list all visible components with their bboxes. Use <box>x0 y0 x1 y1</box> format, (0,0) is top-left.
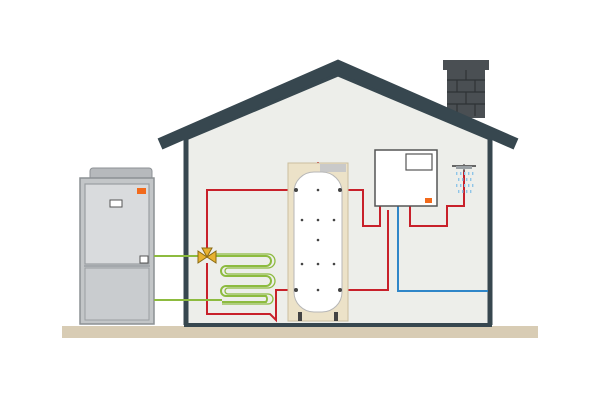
shower-head-icon <box>452 164 476 193</box>
heat-pump-icon <box>79 167 155 325</box>
ground-strip <box>62 326 538 338</box>
tank-top-band <box>320 164 346 172</box>
tank-ports <box>294 188 342 292</box>
house-wall-outline <box>183 71 493 325</box>
hot-pipe-controller-to-shower <box>409 170 465 227</box>
underfloor-heating-icon <box>154 253 276 305</box>
house-roof <box>157 59 519 150</box>
heat-pump-upper-panel <box>84 183 150 265</box>
hot-pipe-tank-to-controller <box>340 189 381 227</box>
tank-legs <box>298 312 338 321</box>
three-way-valve-icon <box>197 247 217 264</box>
hot-pipe-valve-to-tank <box>206 189 296 252</box>
heat-pump-brand-logo <box>137 188 146 194</box>
heat-pump-display <box>109 199 123 208</box>
chimney-cap <box>443 60 489 70</box>
heat-pump-port <box>139 255 149 264</box>
hot-pipe-tank-return <box>206 263 296 323</box>
tank-body <box>293 171 343 313</box>
hot-pipe-tank-lower <box>340 210 389 291</box>
heat-pump-lower-panel <box>84 267 150 321</box>
shower-water-drops <box>456 172 474 193</box>
cold-water-pipe <box>397 206 488 292</box>
storage-tank-icon <box>287 162 349 322</box>
controller-unit-icon <box>374 149 438 207</box>
heating-coil <box>214 255 272 303</box>
controller-screen <box>405 153 433 171</box>
controller-brand-logo <box>425 198 432 203</box>
